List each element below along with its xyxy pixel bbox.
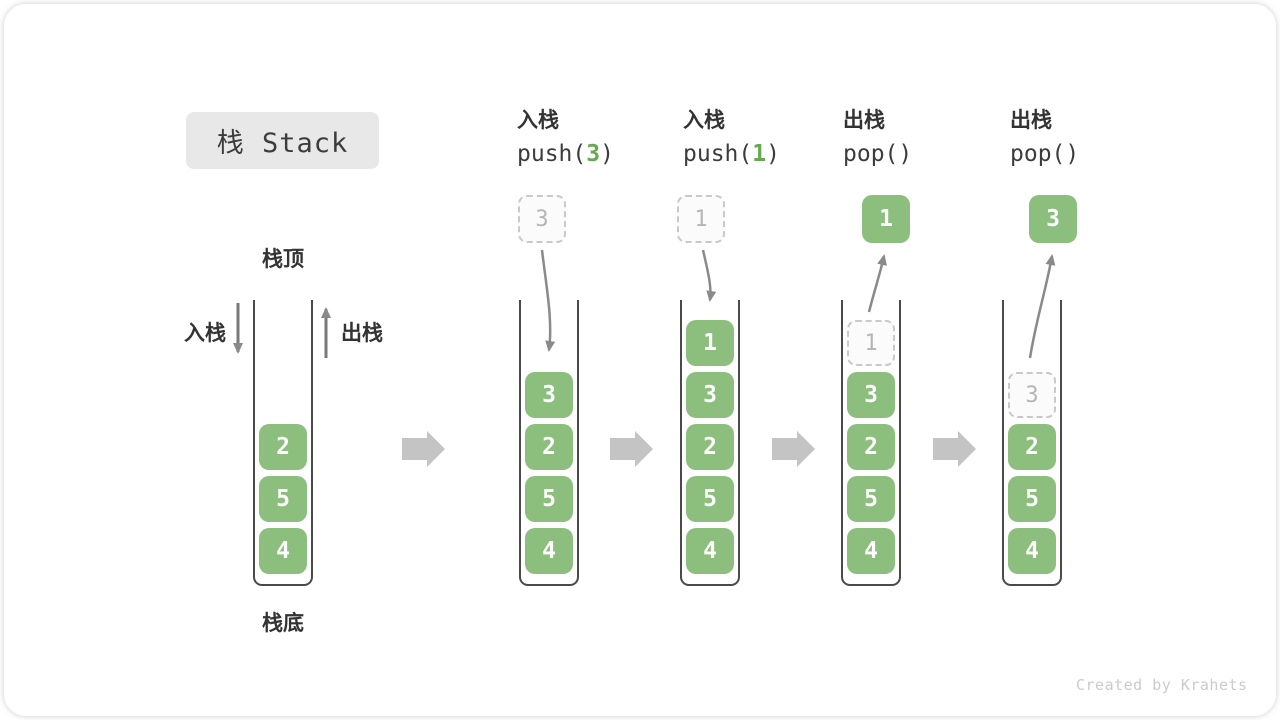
stack-block: 2	[847, 424, 895, 470]
op-label: 入栈	[683, 109, 725, 132]
stack-block: 5	[1008, 476, 1056, 522]
title-box: 栈 Stack	[186, 112, 379, 169]
stack-block: 3	[686, 372, 734, 418]
watermark: Created by Krahets	[1076, 676, 1248, 694]
step-header-pop-1: 出栈 pop()	[843, 104, 912, 167]
incoming-value-box: 1	[677, 195, 725, 243]
step-header-push-3: 入栈 push(3)	[517, 104, 614, 167]
stack-block: 2	[259, 424, 307, 470]
step-header-push-1: 入栈 push(1)	[683, 104, 780, 167]
stack-block: 4	[686, 528, 734, 574]
op-code: pop()	[1010, 141, 1079, 167]
stack-block: 3	[847, 372, 895, 418]
op-code: push(3)	[517, 141, 614, 167]
stack-container-pop-3: 3 2 5 4	[1002, 300, 1062, 586]
popped-value-box: 3	[1029, 195, 1077, 243]
stack-block: 4	[259, 528, 307, 574]
canvas-card	[4, 4, 1276, 716]
stack-container-initial: 2 5 4	[253, 300, 313, 586]
code-post: )	[898, 141, 913, 167]
code-pre: push(	[517, 141, 587, 167]
pop-side-label: 出栈	[341, 322, 383, 345]
code-post: )	[766, 141, 780, 167]
code-pre: pop(	[1010, 141, 1066, 167]
stack-block: 4	[1008, 528, 1056, 574]
page-title: 栈 Stack	[216, 128, 349, 159]
stack-block: 4	[847, 528, 895, 574]
code-pre: pop(	[843, 141, 899, 167]
step-header-pop-3: 出栈 pop()	[1010, 104, 1079, 167]
stack-block: 4	[525, 528, 573, 574]
code-post: )	[1065, 141, 1080, 167]
op-label: 入栈	[517, 109, 559, 132]
incoming-value-box: 3	[518, 195, 566, 243]
stack-block: 5	[847, 476, 895, 522]
op-label: 出栈	[843, 109, 885, 132]
push-side-label: 入栈	[184, 322, 226, 345]
stack-container-push-3: 3 2 5 4	[519, 300, 579, 586]
stack-block: 5	[525, 476, 573, 522]
op-label: 出栈	[1010, 109, 1052, 132]
stack-container-pop-1: 1 3 2 5 4	[841, 300, 901, 586]
stack-block: 2	[686, 424, 734, 470]
stack-container-push-1: 1 3 2 5 4	[680, 300, 740, 586]
stack-block: 5	[259, 476, 307, 522]
stack-block: 1	[686, 320, 734, 366]
stack-top-label: 栈顶	[262, 248, 304, 271]
op-code: push(1)	[683, 141, 780, 167]
stack-slot-ghost: 1	[847, 320, 895, 366]
code-pre: push(	[683, 141, 753, 167]
code-arg: 1	[752, 141, 767, 167]
code-post: )	[600, 141, 614, 167]
stack-bottom-label: 栈底	[262, 612, 304, 635]
stack-block: 2	[525, 424, 573, 470]
op-code: pop()	[843, 141, 912, 167]
stack-block: 5	[686, 476, 734, 522]
code-arg: 3	[586, 141, 601, 167]
stack-slot-ghost: 3	[1008, 372, 1056, 418]
stack-block: 3	[525, 372, 573, 418]
stack-block: 2	[1008, 424, 1056, 470]
popped-value-box: 1	[862, 195, 910, 243]
